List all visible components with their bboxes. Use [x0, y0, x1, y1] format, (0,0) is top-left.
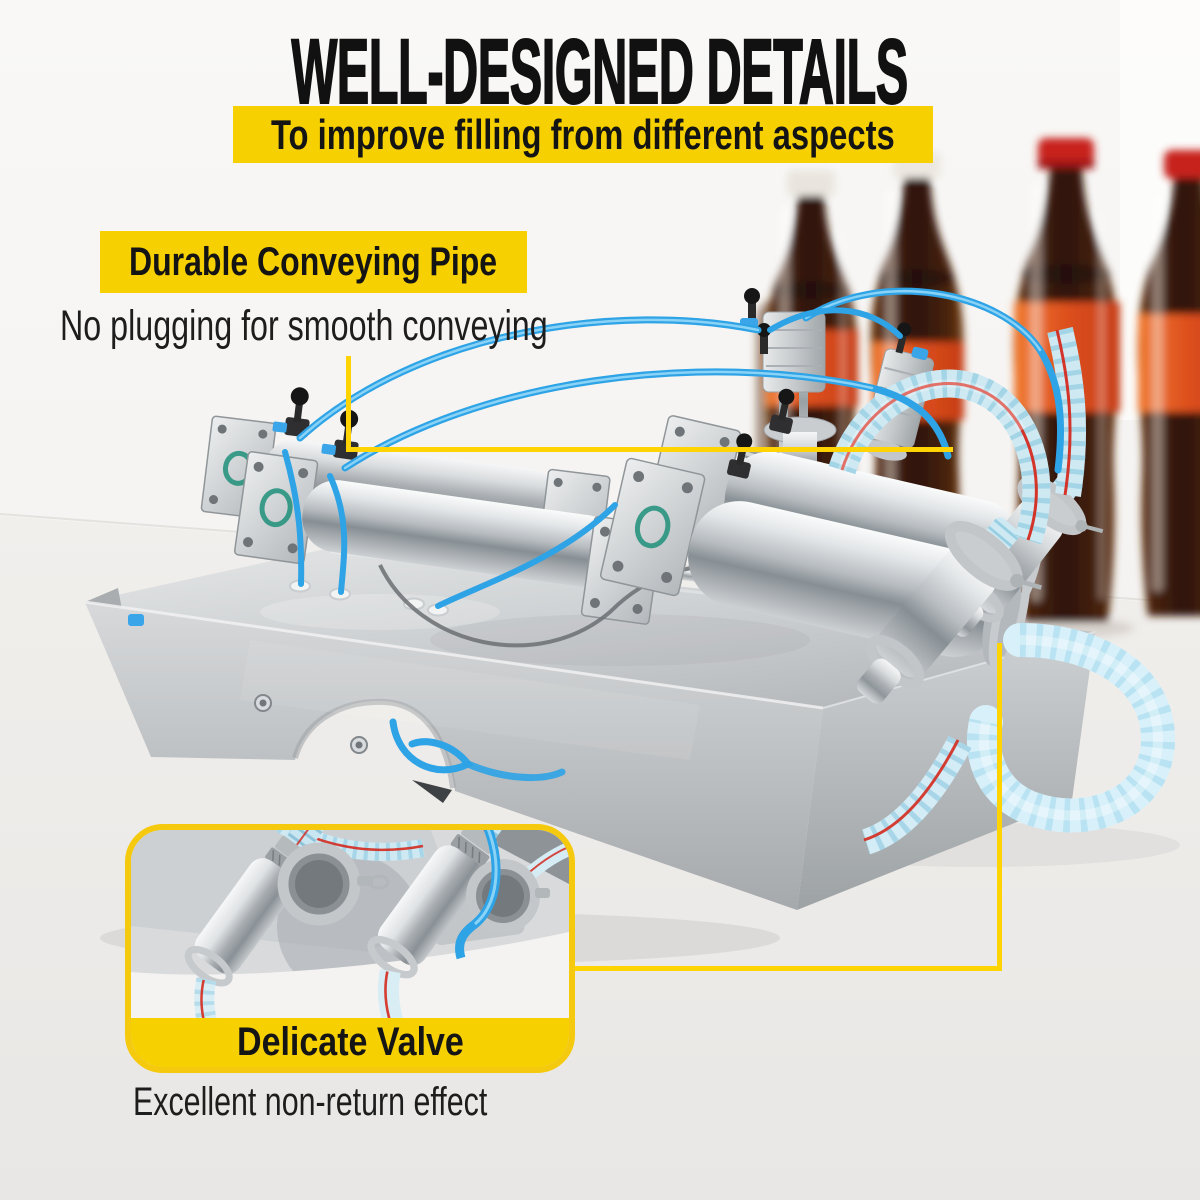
conveying-pipe-hose	[828, 326, 1087, 545]
connector-line-valve-vertical	[997, 643, 1002, 971]
tri-clamp-left	[277, 842, 390, 926]
connector-line-valve-horizontal	[566, 966, 1002, 971]
callout-label-text: Delicate Valve	[236, 1020, 464, 1064]
callout-desc-valve: Excellent non-return effect	[133, 1080, 488, 1124]
cola-bottle	[1137, 150, 1200, 616]
machine-base-front	[85, 602, 823, 910]
outlet-hose	[861, 736, 972, 855]
valve-closeup-photo	[131, 830, 569, 1018]
sensor-cable	[378, 564, 733, 648]
check-valve-right	[367, 830, 518, 1018]
callout-label-conveying-pipe: Durable Conveying Pipe	[100, 231, 527, 293]
y-valve-front	[856, 517, 1042, 704]
pneumatic-tubes	[282, 287, 1065, 782]
connector-line-conveying-horizontal	[346, 447, 953, 452]
air-inlet-fittings	[254, 694, 368, 754]
valve-closeup-card: Delicate Valve	[125, 824, 575, 1073]
connector-line-conveying-vertical	[346, 356, 351, 452]
callout-label-valve: Delicate Valve	[131, 1018, 569, 1067]
page-title: WELL-DESIGNED DETAILS	[291, 21, 909, 123]
subtitle-banner: To improve filling from different aspect…	[233, 106, 933, 163]
subtitle-text: To improve filling from different aspect…	[271, 110, 895, 158]
filling-machine-photo	[84, 287, 1180, 964]
callout-desc-conveying-pipe: No plugging for smooth conveying	[60, 302, 548, 350]
callout-label-text: Durable Conveying Pipe	[129, 239, 498, 284]
